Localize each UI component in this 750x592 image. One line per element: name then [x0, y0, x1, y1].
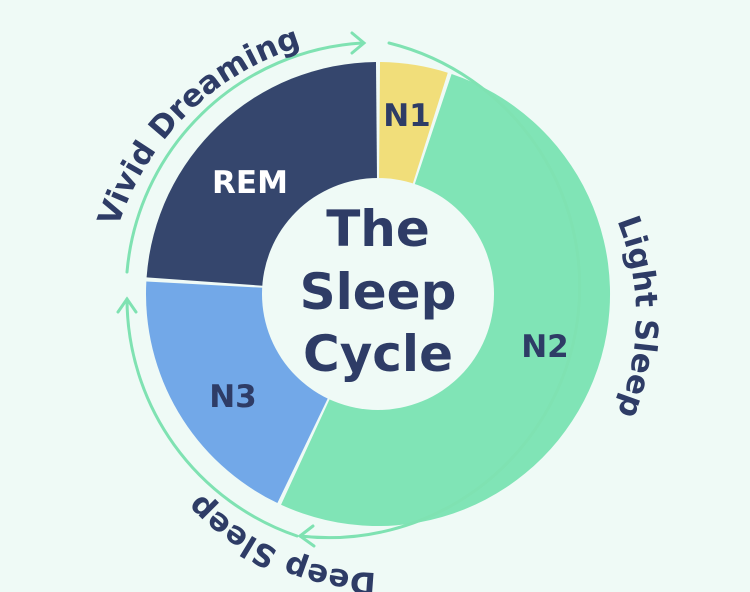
segment-label-rem: REM — [212, 165, 288, 201]
title-line-1: The — [326, 200, 430, 258]
arrow-head-icon — [297, 524, 316, 548]
arrow-arc-deep — [125, 297, 299, 538]
segment-label-n1: N1 — [383, 98, 431, 134]
arrow-head-icon — [350, 31, 367, 55]
center-circle — [262, 178, 494, 410]
arrow-head-icon — [116, 296, 138, 314]
arrow-arc-light — [298, 41, 582, 540]
segment-label-n2: N2 — [521, 329, 569, 365]
title-line-3: Cycle — [303, 325, 453, 383]
ring-label-light-text: Light Sleep — [610, 211, 664, 423]
arrow-arc-rem — [125, 41, 364, 274]
cycle-arrows — [116, 31, 582, 548]
segment-label-n3: N3 — [209, 379, 257, 415]
title-line-2: Sleep — [300, 263, 457, 321]
ring-label-light: Light Sleep — [610, 211, 664, 423]
